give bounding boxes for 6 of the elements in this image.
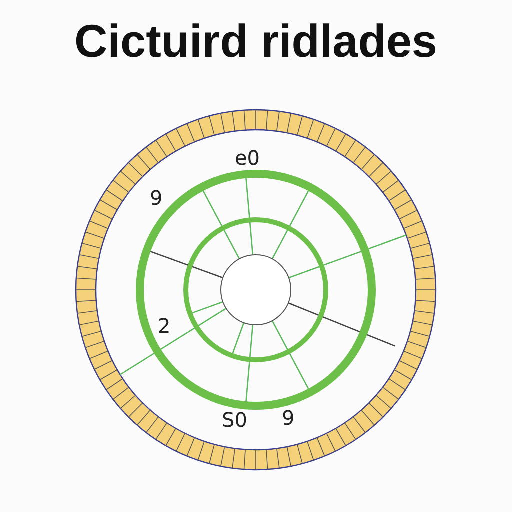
dial-label: S0 [222,410,248,430]
title: Cictuird ridlades [74,14,438,68]
dial-label: 2 [158,316,171,336]
dial-label: e0 [235,148,260,168]
dial-label: 9 [282,408,295,428]
dial-label: 9 [150,188,163,208]
